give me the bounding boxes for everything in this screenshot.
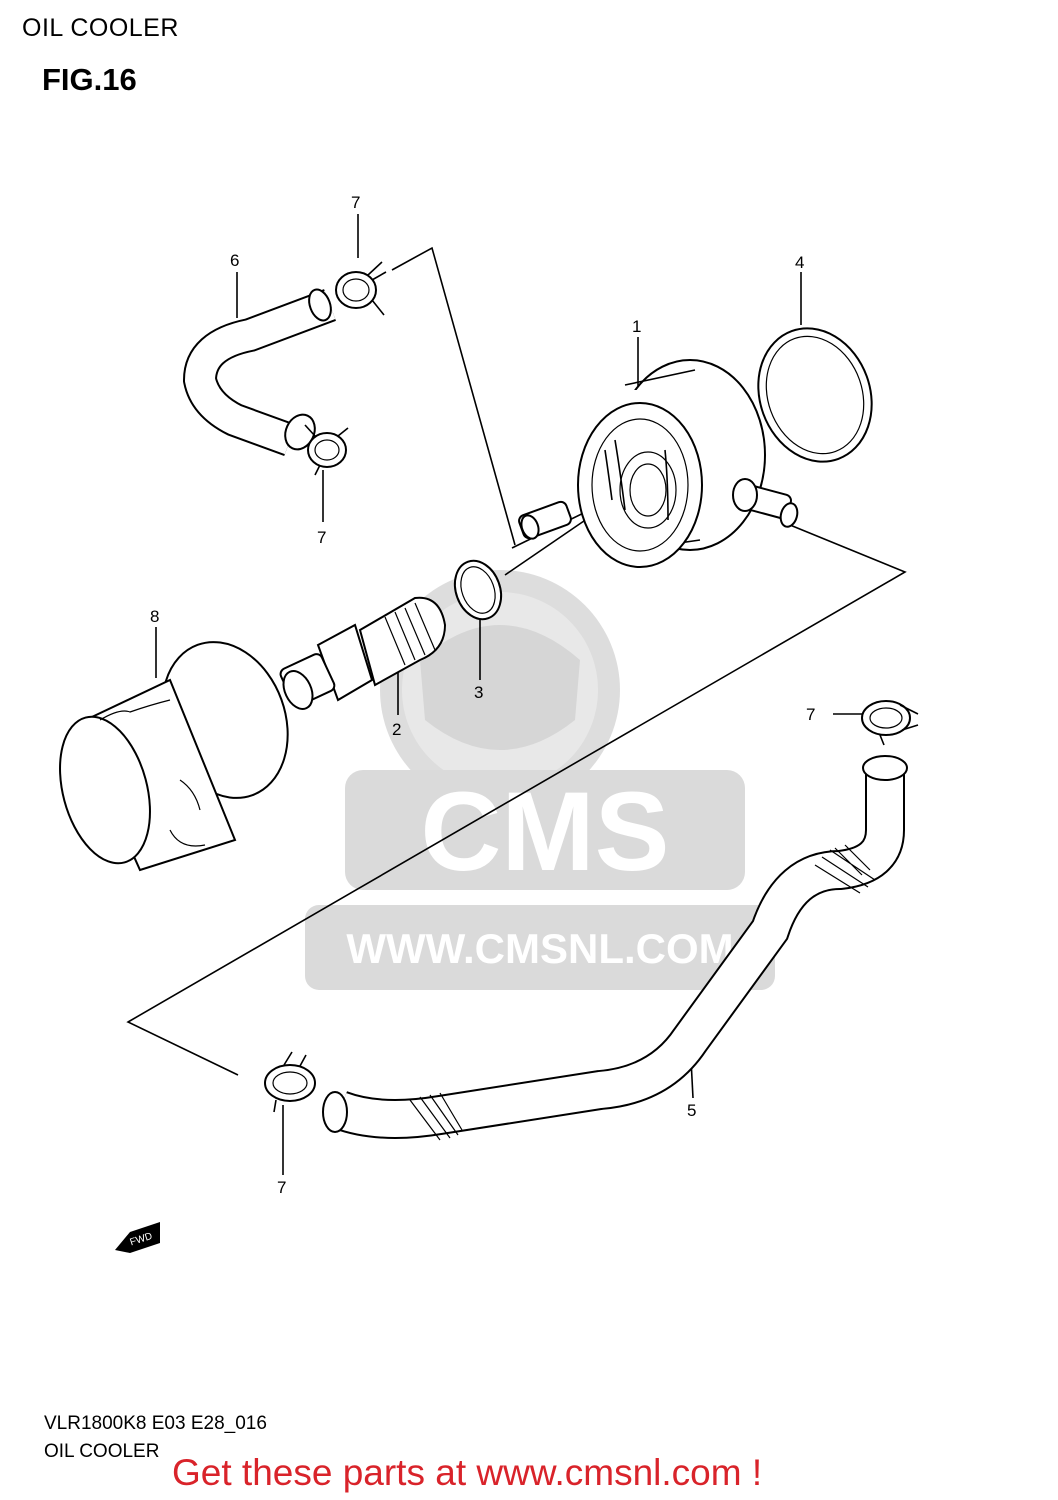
union-bolt — [279, 596, 447, 710]
callouts: 7 6 4 1 7 8 3 7 2 5 7 — [150, 193, 815, 1197]
hose-lower — [322, 755, 908, 1141]
watermark-url-text: WWW.CMSNL.COM — [346, 925, 733, 972]
hose-clamp-b — [304, 424, 349, 476]
o-ring-large — [757, 327, 873, 463]
oil-cooler — [518, 359, 799, 568]
callout-7-top: 7 — [351, 193, 360, 212]
figure-number: FIG.16 — [42, 62, 137, 97]
callout-7-right: 7 — [806, 705, 815, 724]
oil-filter — [59, 641, 289, 872]
diagram-code: VLR1800K8 E03 E28_016 — [44, 1413, 267, 1434]
promo-link-text[interactable]: Get these parts at www.cmsnl.com ! — [172, 1452, 763, 1493]
page-title: OIL COOLER — [22, 14, 179, 42]
footer-title: OIL COOLER — [44, 1441, 160, 1462]
watermark-logo-text: CMS — [421, 769, 670, 894]
hose-clamp-d — [264, 1051, 316, 1113]
callout-6: 6 — [230, 251, 239, 270]
fwd-arrow-icon: FWD — [115, 1222, 160, 1253]
callout-3: 3 — [474, 683, 483, 702]
callout-7-upper-left: 7 — [317, 528, 326, 547]
callout-8: 8 — [150, 607, 159, 626]
callout-7-bottom: 7 — [277, 1178, 286, 1197]
cms-watermark: CMS WWW.CMSNL.COM — [305, 570, 775, 990]
hose-upper — [182, 288, 336, 456]
hose-clamp-c — [861, 700, 919, 746]
callout-4: 4 — [795, 253, 804, 272]
callout-1: 1 — [632, 317, 641, 336]
hose-clamp-a — [335, 261, 387, 316]
callout-2: 2 — [392, 720, 401, 739]
o-ring-small — [453, 559, 503, 621]
callout-5: 5 — [687, 1101, 696, 1120]
